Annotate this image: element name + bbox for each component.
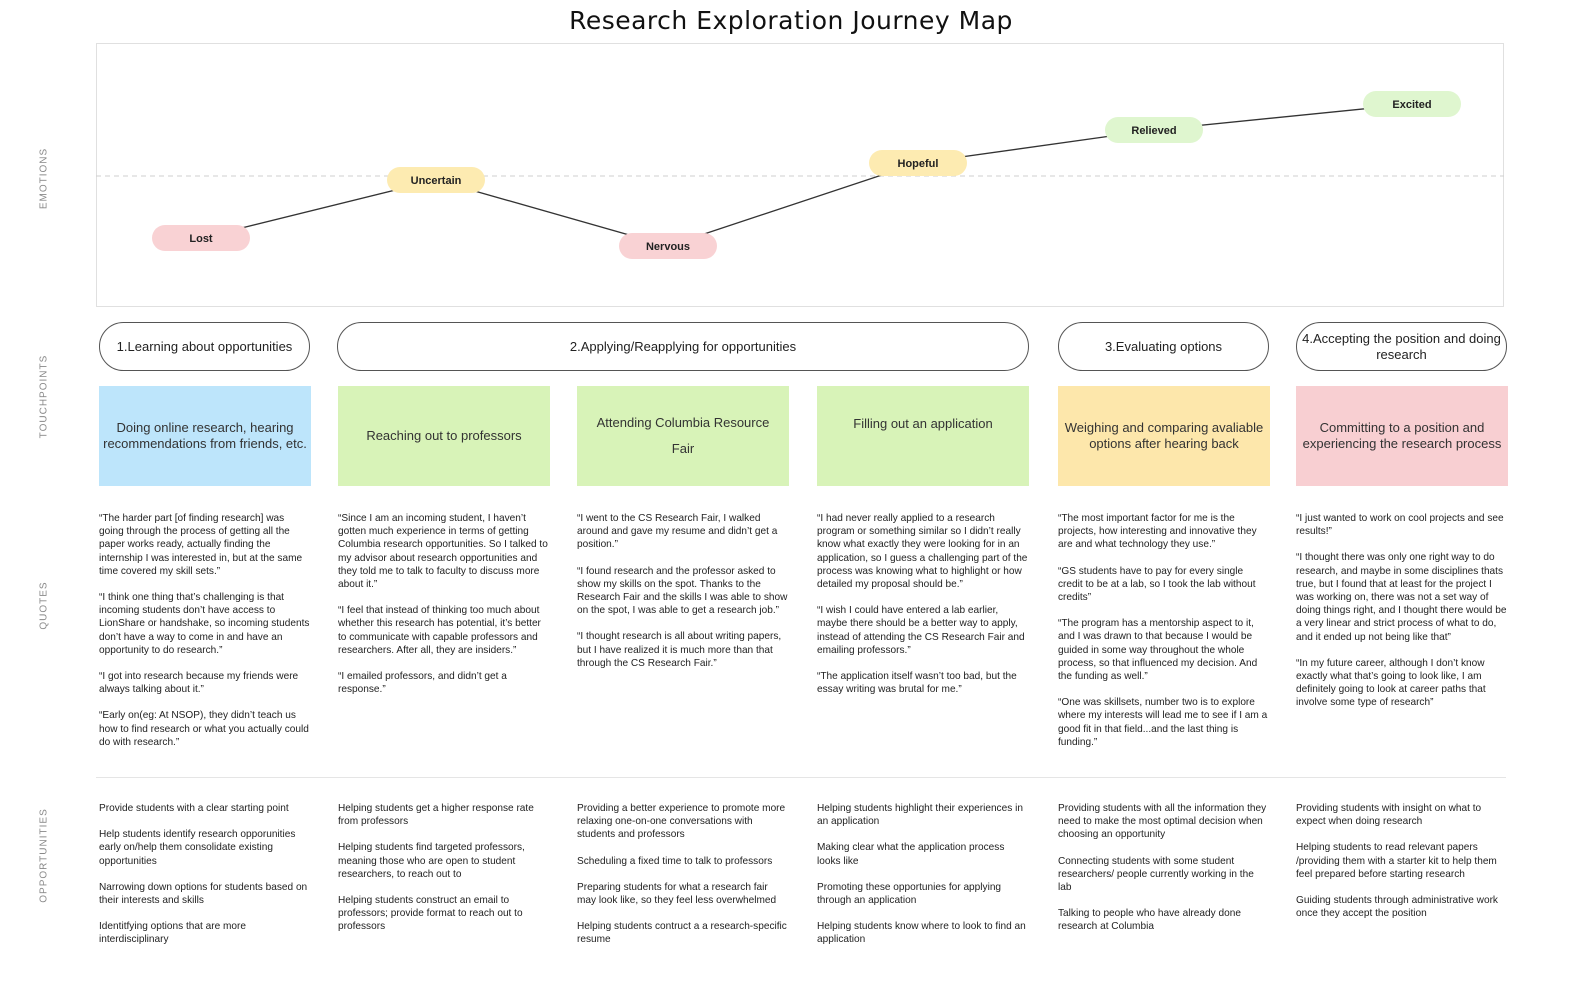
quote: “Since I am an incoming student, I haven… <box>338 513 548 591</box>
opportunities-column-1: Provide students with a clear starting p… <box>99 802 311 960</box>
opportunities-column-5: Providing students with all the informat… <box>1058 802 1270 947</box>
emotion-node-excited: Excited <box>1363 91 1461 117</box>
opportunity: Helping students find targeted professor… <box>338 842 525 880</box>
opportunity: Promoting these opportunies for applying… <box>817 881 1002 907</box>
emotion-node-uncertain: Uncertain <box>387 167 485 193</box>
quotes-column-3: “I went to the CS Research Fair, I walke… <box>577 512 789 683</box>
opportunity: Provide students with a clear starting p… <box>99 803 289 814</box>
opportunity: Help students identify research opporuni… <box>99 829 296 867</box>
quote: “The most important factor for me is the… <box>1058 513 1257 551</box>
opportunity: Providing a better experience to promote… <box>577 803 786 841</box>
emotion-pill <box>619 233 717 259</box>
emotion-label: Excited <box>1392 99 1431 111</box>
quote: “Early on(eg: At NSOP), they didn’t teac… <box>99 710 309 748</box>
opportunity: Scheduling a fixed time to talk to profe… <box>577 855 773 867</box>
emotion-pill <box>387 167 485 193</box>
quote: “I thought research is all about writing… <box>577 631 782 669</box>
quote: “In my future career, although I don’t k… <box>1296 657 1486 709</box>
emotions-panel <box>96 43 1504 307</box>
opportunity: Talking to people who have already done … <box>1058 908 1241 933</box>
phase-learning: 1.Learning about opportunities <box>99 322 310 371</box>
row-label-quotes: QUOTES <box>38 581 50 630</box>
row-label-opportunities: OPPORTUNITIES <box>38 808 50 903</box>
emotion-pill <box>1105 117 1203 143</box>
quotes-column-2: “Since I am an incoming student, I haven… <box>338 512 550 709</box>
emotion-node-lost: Lost <box>152 225 250 251</box>
quotes-column-4: “I had never really applied to a researc… <box>817 512 1029 709</box>
emotion-label: Lost <box>189 233 213 245</box>
emotion-label: Uncertain <box>411 175 462 187</box>
quotes-column-1: “The harder part [of finding research] w… <box>99 512 311 762</box>
quote: “I found research and the professor aske… <box>577 565 788 617</box>
quote: “I wish I could have entered a lab earli… <box>817 605 1025 656</box>
opportunity: Helping students highlight their experie… <box>817 803 1023 828</box>
opportunity: Providing students with insight on what … <box>1296 803 1482 828</box>
quote: “I went to the CS Research Fair, I walke… <box>577 513 778 551</box>
row-label-touchpoints: TOUCHPOINTS <box>38 354 50 439</box>
emotion-lines <box>200 103 1413 247</box>
page-title: Research Exploration Journey Map <box>569 6 1013 35</box>
quote: “The application itself wasn’t too bad, … <box>817 671 1017 696</box>
quotes-column-5: “The most important factor for me is the… <box>1058 512 1270 762</box>
touchpoint-resource-fair: Attending Columbia Resource Fair <box>577 386 789 486</box>
emotion-pill <box>1363 91 1461 117</box>
touchpoint-reaching-out: Reaching out to professors <box>338 386 550 486</box>
emotion-label: Relieved <box>1131 125 1176 137</box>
opportunity: Providing students with all the informat… <box>1058 803 1267 841</box>
emotion-pill <box>869 150 967 176</box>
emotion-node-hopeful: Hopeful <box>869 150 967 176</box>
touchpoint-weighing-options: Weighing and comparing avaliable options… <box>1058 386 1270 486</box>
quote: “I thought there was only one right way … <box>1296 552 1507 643</box>
opportunity: Identitfying options that are more inter… <box>99 921 247 946</box>
quote: “I had never really applied to a researc… <box>817 513 1028 591</box>
touchpoint-online-research: Doing online research, hearing recommend… <box>99 386 311 486</box>
opportunity: Guiding students through administrative … <box>1296 895 1498 920</box>
emotion-pill <box>152 225 250 251</box>
phase-evaluating: 3.Evaluating options <box>1058 322 1269 371</box>
quote: “One was skillsets, number two is to exp… <box>1058 697 1268 748</box>
opportunities-column-3: Providing a better experience to promote… <box>577 802 789 960</box>
quote: “I feel that instead of thinking too muc… <box>338 605 541 656</box>
emotion-label: Nervous <box>646 241 690 253</box>
touchpoint-application: Filling out an application <box>817 386 1029 486</box>
opportunity: Narrowing down options for students base… <box>99 881 308 907</box>
section-divider <box>96 777 1506 778</box>
opportunity: Preparing students for what a research f… <box>577 881 777 907</box>
quotes-column-6: “I just wanted to work on cool projects … <box>1296 512 1508 723</box>
row-label-emotions: EMOTIONS <box>38 147 50 210</box>
opportunity: Helping students know where to look to f… <box>817 921 1026 946</box>
quote: “The harder part [of finding research] w… <box>99 513 303 577</box>
quote: “I think one thing that’s challenging is… <box>99 592 310 656</box>
opportunity: Helping students contruct a a research-s… <box>577 921 787 946</box>
quote: “I emailed professors, and didn’t get a … <box>338 671 507 696</box>
opportunity: Helping students construct an email to p… <box>338 895 523 933</box>
opportunities-column-4: Helping students highlight their experie… <box>817 802 1029 960</box>
quote: “I got into research because my friends … <box>99 671 299 696</box>
phase-applying: 2.Applying/Reapplying for opportunities <box>337 322 1029 371</box>
emotion-label: Hopeful <box>898 158 939 170</box>
quote: “GS students have to pay for every singl… <box>1058 565 1256 604</box>
phase-accepting: 4.Accepting the position and doing resea… <box>1296 322 1507 371</box>
emotion-node-nervous: Nervous <box>619 233 717 259</box>
quote: “The program has a mentorship aspect to … <box>1058 618 1258 683</box>
emotion-node-relieved: Relieved <box>1105 117 1203 143</box>
opportunity: Helping students to read relevant papers… <box>1296 842 1497 880</box>
opportunities-column-2: Helping students get a higher response r… <box>338 802 550 947</box>
touchpoint-committing: Committing to a position and experiencin… <box>1296 386 1508 486</box>
opportunity: Making clear what the application proces… <box>817 842 1005 867</box>
opportunities-column-6: Providing students with insight on what … <box>1296 802 1508 933</box>
opportunity: Connecting students with some student re… <box>1058 855 1254 894</box>
emotion-connector <box>667 162 919 247</box>
quote: “I just wanted to work on cool projects … <box>1296 513 1504 538</box>
opportunity: Helping students get a higher response r… <box>338 803 534 828</box>
